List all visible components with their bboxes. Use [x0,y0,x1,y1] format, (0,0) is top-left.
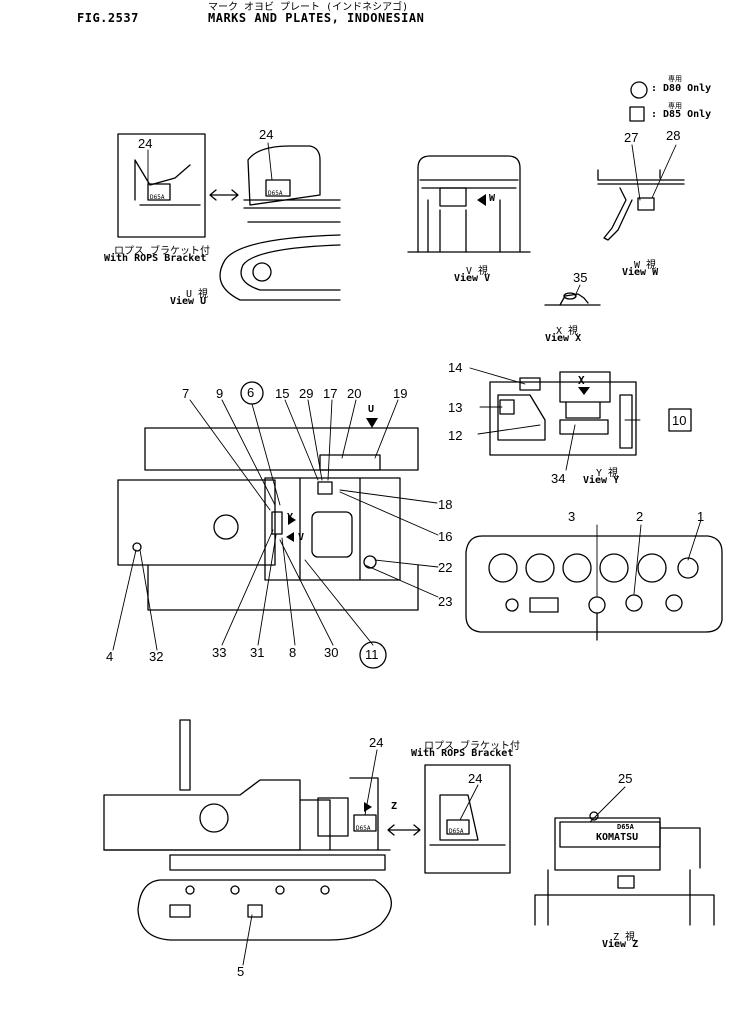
view-caption: View V [454,273,491,284]
callout-number: 31 [250,645,265,660]
callout-number: 12 [448,428,463,443]
arrow-letter: X [578,374,585,387]
callout-number: 19 [393,386,408,401]
view-x-drawing [545,293,600,305]
plate-text: D65A [449,828,464,835]
callout-number: 34 [551,471,566,486]
instrument-panel-drawing [466,536,722,640]
plate-text: D65A [268,190,283,197]
view-caption: View Y [583,475,620,486]
arrow-letter: U [368,404,375,415]
view-caption: With ROPS Bracket [104,253,207,264]
view-v-drawing [408,156,530,252]
callout-number: 20 [347,386,362,401]
komatsu-plate-text: KOMATSU [596,832,639,843]
callout-number: 23 [438,594,453,609]
callout-number: 10 [672,413,687,428]
callout-number: 16 [438,529,453,544]
callout-number: 24 [369,735,384,750]
callout-number: 30 [324,645,339,660]
callout-number: 17 [323,386,338,401]
view-y-drawing [490,372,636,455]
view-w-drawing [598,170,684,240]
view-caption: With ROPS Bracket [411,748,514,759]
callout-number: 27 [624,130,639,145]
callout-number: 14 [448,360,463,375]
plate-text: D65A [617,823,634,831]
callout-number: 3 [568,509,576,524]
callout-number: 24 [138,136,153,151]
legend-square-label: : D85 Only [651,109,712,120]
view-arrow-marks [286,194,590,812]
callout-number: 15 [275,386,290,401]
view-caption: View X [545,333,582,344]
callout-number: 25 [618,771,633,786]
callout-number: 33 [212,645,227,660]
view-caption-jp: ロプス ブラケット付 [114,246,211,257]
callout-10-box [669,409,691,431]
callout-number: 13 [448,400,463,415]
leader-lines [113,143,701,965]
view-u-drawing [220,146,340,300]
callout-number: 24 [468,771,483,786]
callout-number: 1 [697,509,705,524]
callout-number: 22 [438,560,453,575]
view-caption-jp: Y 視 [596,468,619,479]
callout-number: 4 [106,649,114,664]
view-caption-jp: X 視 [556,326,579,337]
callout-number: 9 [216,386,224,401]
callout-number: 5 [237,964,245,979]
callout-6-circle [241,382,263,404]
arrow-letter: Y [287,512,294,523]
view-caption: View U [170,296,207,307]
legend-circle-symbol [631,82,647,98]
figure-number: FIG.2537 [77,11,139,25]
arrow-letter: Z [391,801,398,812]
callout-number: 11 [365,647,379,662]
rops-bracket-detail-bottom [425,765,510,873]
arrow-letter: V [298,532,305,543]
callout-number: 32 [149,649,164,664]
legend-square-jp: 専用 [668,102,682,110]
view-caption-jp: V 視 [466,266,489,277]
callout-number: 6 [247,385,255,400]
legend-square-symbol [630,107,644,121]
callout-11-circle [360,642,386,668]
rops-bracket-detail-top [118,134,238,237]
callout-number: 35 [573,270,588,285]
view-z-drawing [535,812,714,925]
bulldozer-side-view [104,720,420,940]
callout-number: 28 [666,128,681,143]
view-caption-jp: Z 視 [613,932,636,943]
callout-number: 29 [299,386,314,401]
view-caption-jp: ロプス ブラケット付 [424,741,521,752]
callout-number: 8 [289,645,297,660]
page-title: MARKS AND PLATES, INDONESIAN [208,11,425,25]
callout-number: 2 [636,509,644,524]
legend-circle-label: : D80 Only [651,83,712,94]
title-japanese: マーク オヨビ プレート (インドネシアゴ) [208,2,409,13]
view-caption: View W [622,267,659,278]
plate-text: D65A [356,825,371,832]
callout-number: 18 [438,497,453,512]
view-caption: View Z [602,939,639,950]
callout-number: 24 [259,127,274,142]
view-caption-jp: W 視 [634,260,657,271]
callout-number: 7 [182,386,190,401]
legend-circle-jp: 専用 [668,75,682,83]
plate-text: D65A [150,194,165,201]
view-caption-jp: U 視 [186,289,209,300]
arrow-letter: W [489,193,496,204]
